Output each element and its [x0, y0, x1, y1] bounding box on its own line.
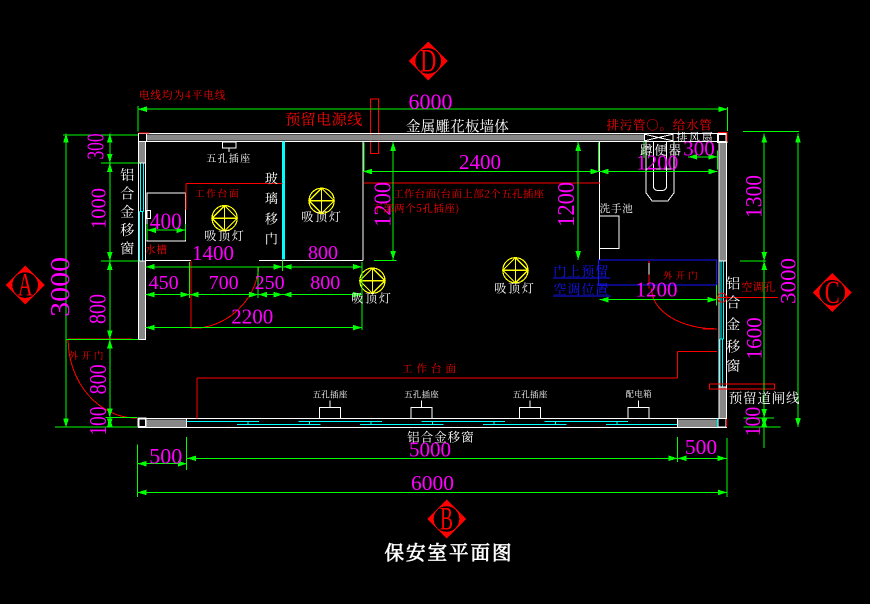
svg-text:B: B — [440, 502, 453, 538]
svg-text:下部两个5孔插座): 下部两个5孔插座) — [372, 200, 460, 215]
svg-text:金: 金 — [726, 315, 740, 335]
svg-text:移: 移 — [120, 220, 134, 240]
svg-text:1200: 1200 — [636, 277, 678, 301]
svg-text:璃: 璃 — [265, 188, 278, 207]
svg-text:五孔插座: 五孔插座 — [513, 389, 548, 401]
svg-text:100: 100 — [86, 407, 112, 436]
svg-text:铝: 铝 — [120, 165, 134, 185]
svg-text:铝: 铝 — [726, 274, 740, 294]
svg-text:100: 100 — [740, 407, 765, 437]
svg-text:工作台面: 工作台面 — [402, 361, 460, 376]
svg-text:五孔插座: 五孔插座 — [404, 389, 439, 401]
svg-text:吸顶灯: 吸顶灯 — [301, 208, 342, 225]
svg-text:空调位置: 空调位置 — [553, 279, 609, 298]
svg-text:工作台面: 工作台面 — [195, 186, 241, 200]
svg-text:800: 800 — [310, 272, 340, 294]
svg-text:1600: 1600 — [741, 317, 766, 359]
svg-text:合: 合 — [726, 293, 740, 313]
svg-text:排污管○。给水管: 排污管○。给水管 — [607, 115, 713, 133]
svg-text:1400: 1400 — [192, 241, 234, 265]
svg-text:250: 250 — [255, 272, 285, 294]
svg-text:1000: 1000 — [86, 188, 110, 229]
svg-text:配电箱: 配电箱 — [625, 388, 652, 400]
svg-text:3000: 3000 — [776, 258, 801, 304]
svg-text:1200: 1200 — [554, 182, 580, 227]
svg-text:门: 门 — [265, 229, 278, 248]
svg-text:A: A — [18, 268, 33, 304]
svg-text:吸顶灯: 吸顶灯 — [204, 227, 245, 244]
svg-text:洗手池: 洗手池 — [600, 201, 634, 216]
svg-text:外开门: 外开门 — [663, 268, 701, 282]
svg-text:800: 800 — [308, 242, 338, 264]
svg-text:1200: 1200 — [371, 182, 397, 227]
svg-text:金属雕花板墙体: 金属雕花板墙体 — [406, 116, 509, 137]
svg-text:五孔插座: 五孔插座 — [206, 150, 251, 165]
svg-text:蹲便器: 蹲便器 — [640, 141, 683, 159]
svg-text:工作台面(台面上部2个五孔插座: 工作台面(台面上部2个五孔插座 — [393, 186, 545, 201]
svg-text:1200: 1200 — [636, 150, 678, 174]
svg-text:门上预留: 门上预留 — [553, 261, 609, 280]
svg-text:合: 合 — [120, 183, 134, 203]
svg-text:五孔插座: 五孔插座 — [313, 389, 348, 401]
svg-text:1300: 1300 — [742, 175, 767, 218]
svg-text:300: 300 — [84, 134, 110, 160]
svg-text:6000: 6000 — [411, 471, 454, 495]
svg-text:5000: 5000 — [409, 438, 451, 462]
svg-text:外开门: 外开门 — [69, 348, 107, 362]
svg-text:预留道闸线: 预留道闸线 — [729, 387, 801, 407]
svg-text:玻: 玻 — [265, 168, 278, 187]
svg-text:吸顶灯: 吸顶灯 — [351, 290, 392, 307]
svg-text:排风扇: 排风扇 — [676, 129, 714, 145]
svg-text:400: 400 — [150, 209, 182, 234]
svg-text:水槽: 水槽 — [145, 242, 168, 257]
svg-text:500: 500 — [685, 435, 717, 459]
svg-text:电线均为4平电线: 电线均为4平电线 — [139, 88, 226, 103]
svg-text:D: D — [420, 44, 436, 80]
svg-text:金: 金 — [120, 202, 134, 222]
svg-text:C: C — [825, 275, 840, 311]
svg-text:2200: 2200 — [231, 305, 273, 329]
svg-text:300: 300 — [683, 137, 715, 161]
svg-text:700: 700 — [209, 272, 239, 294]
svg-text:6000: 6000 — [409, 89, 453, 114]
svg-text:保安室平面图: 保安室平面图 — [384, 538, 513, 566]
svg-text:500: 500 — [149, 443, 182, 468]
svg-text:2400: 2400 — [459, 150, 501, 174]
svg-text:800: 800 — [86, 364, 112, 394]
svg-text:吸顶灯: 吸顶灯 — [494, 280, 535, 297]
svg-text:移: 移 — [265, 208, 278, 227]
svg-text:移: 移 — [726, 336, 740, 356]
svg-text:窗: 窗 — [726, 356, 740, 376]
svg-text:窗: 窗 — [120, 239, 134, 259]
svg-text:450: 450 — [149, 272, 179, 294]
svg-text:3000: 3000 — [44, 257, 75, 317]
svg-text:预留电源线: 预留电源线 — [285, 109, 363, 130]
svg-text:空调孔: 空调孔 — [741, 279, 776, 295]
svg-text:800: 800 — [85, 294, 111, 324]
svg-text:铝合金移窗: 铝合金移窗 — [407, 428, 475, 446]
